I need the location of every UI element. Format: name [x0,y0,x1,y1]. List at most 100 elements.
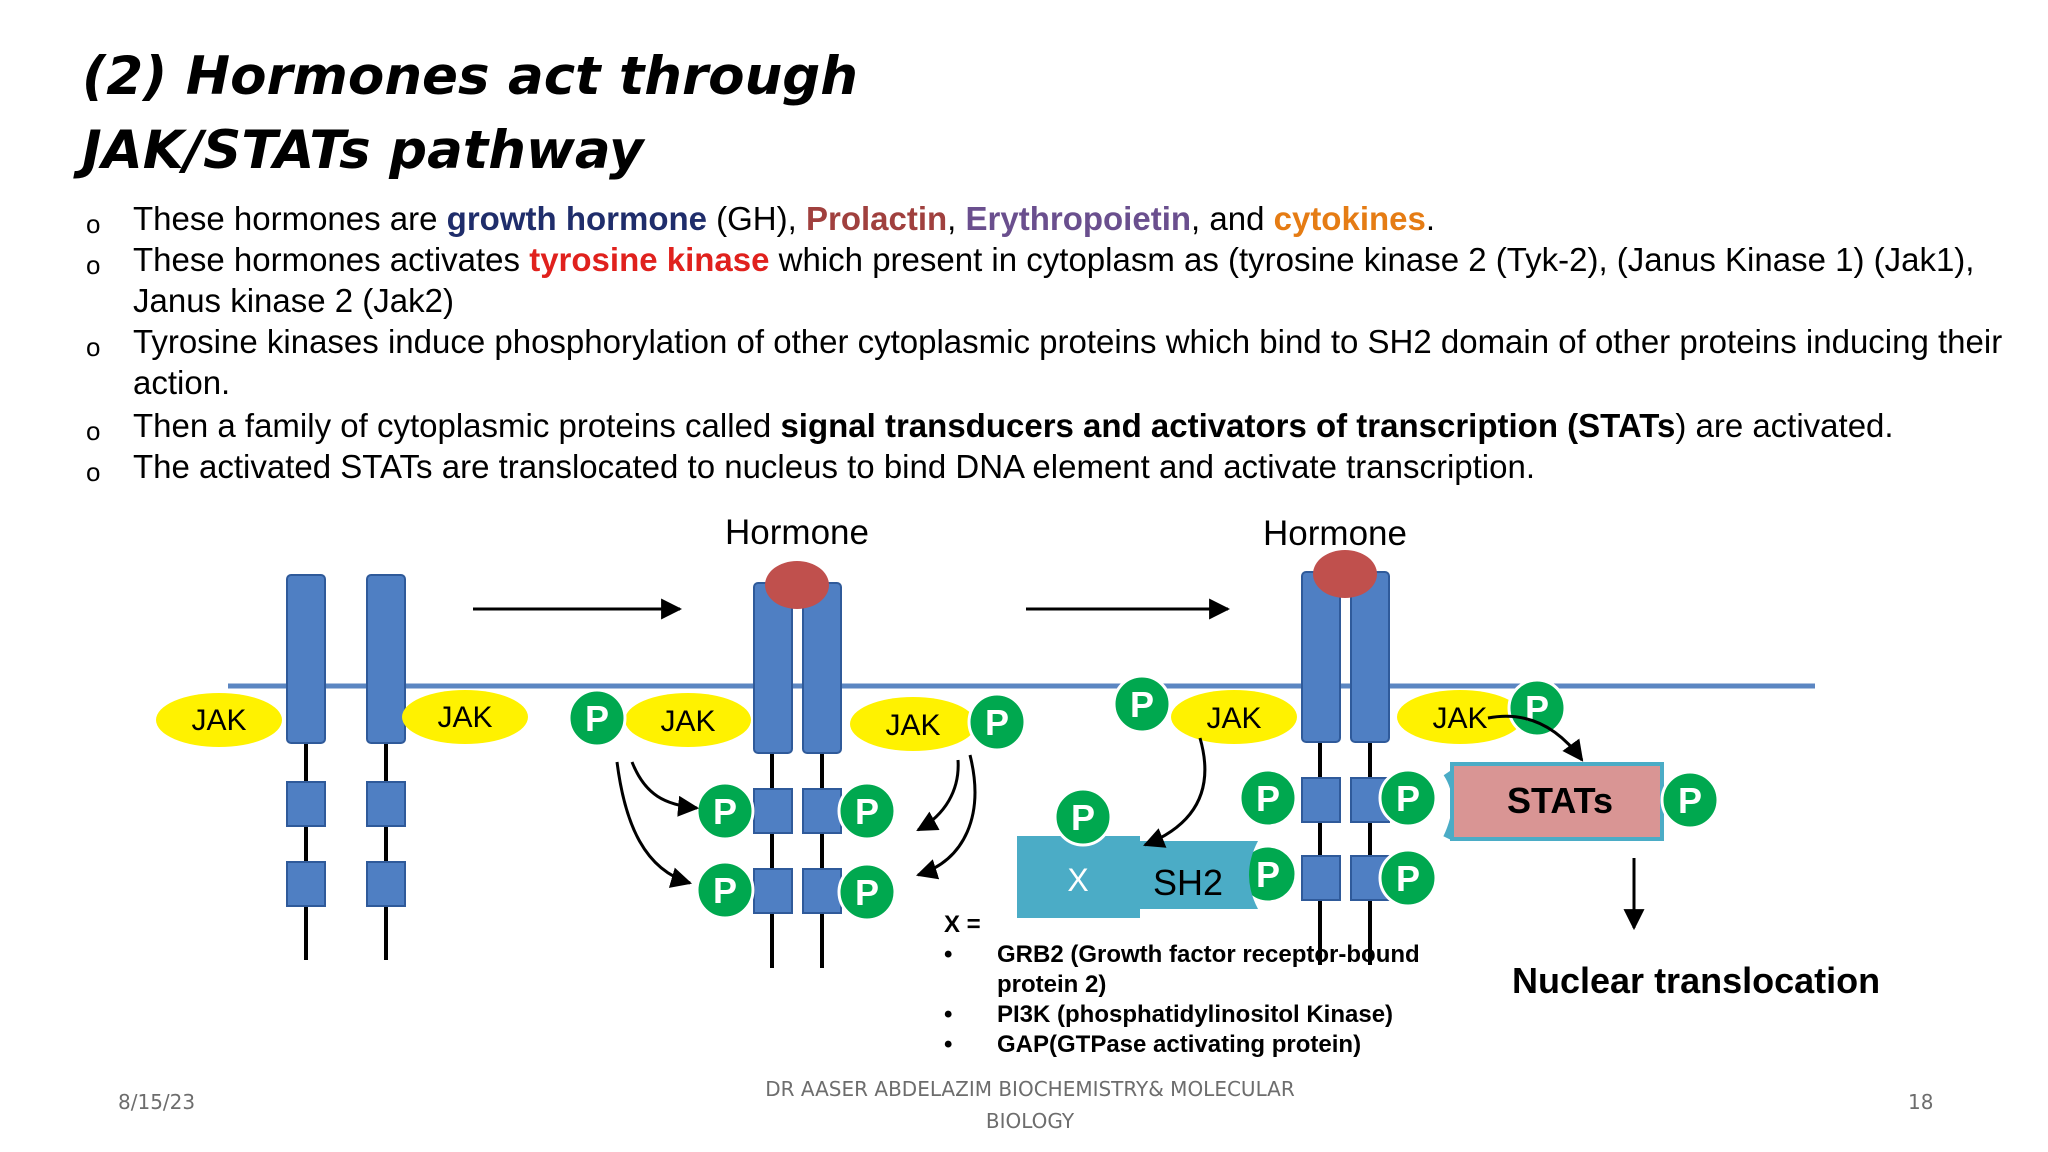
receptor-chain [366,574,406,744]
x-definition-text: PI3K (phosphatidylinositol Kinase) [997,1001,1394,1028]
title-line-2: JAK/STATs pathway [82,120,644,181]
receptor-domain [802,788,842,834]
hormone-label: Hormone [1263,514,1407,553]
phosphate-group [967,692,1027,752]
bullet-list: o These hormones are growth hormone (GH)… [82,198,2022,487]
panel-3-stat-activation: Hormone JAK JAK P P P P P P X SH2 P [1017,514,1880,1001]
jak-protein [850,697,976,751]
bullet-text: ) are activated. [1675,407,1894,444]
jak-to-stats-arrow [1487,714,1584,762]
receptor-domain [1301,855,1341,901]
jak-label: JAK [660,705,715,738]
receptor-domain [366,781,406,827]
hormone-molecule [1313,550,1377,598]
phosphate-label: P [585,698,609,739]
jak-label: JAK [191,704,246,737]
growth-hormone-term: growth hormone [446,200,707,237]
phosphate-label: P [1256,778,1280,819]
phosphate-label: P [713,870,737,911]
phosphate-group [1112,674,1172,734]
jak-label: JAK [437,701,492,734]
x-definition-item: • GRB2 (Growth factor receptor-bound prot… [944,940,1447,1000]
bullet-item: o These hormones activates tyrosine kina… [82,239,2022,321]
stats-term: signal transducers and activators of tra… [780,407,1676,444]
phosphate-label: P [1396,858,1420,899]
receptor-chain [802,582,842,754]
bullet-dot: • [944,941,953,968]
receptor-chain [1301,571,1341,743]
footer-author-line: DR AASER ABDELAZIM BIOCHEMISTRY& MOLECUL… [765,1077,1295,1101]
receptor-domain [1301,777,1341,823]
phosphorylation-arrow [916,759,960,832]
bullet-marker: o [86,416,101,446]
phosphorylation-arrow [615,761,693,888]
phosphate-label: P [1678,780,1702,821]
prolactin-term: Prolactin [805,200,948,237]
receptor-domain [753,868,793,914]
receptor-chain [286,574,326,744]
bullet-dot: • [944,1001,953,1028]
phosphate-group [1378,848,1438,908]
phosphate-label: P [855,791,879,832]
receptor-domain [286,781,326,827]
bullet-text: Tyrosine kinases induce phosphorylation … [133,323,2003,401]
phosphate-group [837,781,897,841]
phosphorylation-arrow [630,761,700,817]
jak-label: JAK [1432,702,1487,735]
sh2-label: SH2 [1153,862,1223,903]
bullet-text: These hormones activates [133,241,530,278]
bullet-item: o Tyrosine kinases induce phosphorylatio… [82,321,2022,403]
bullet-text: , and [1191,200,1274,237]
x-protein [1017,836,1140,918]
footer-author: DR AASER ABDELAZIM BIOCHEMISTRY& MOLECUL… [720,1073,1340,1137]
panel-1-inactive-receptor: JAK JAK [156,574,528,960]
receptor-domain [753,788,793,834]
phosphate-label: P [1071,797,1095,838]
jak-label: JAK [885,709,940,742]
erythropoietin-term: Erythropoietin [965,200,1192,237]
bullet-item: o The activated STATs are translocated t… [82,446,2022,487]
tyrosine-kinase-term: tyrosine kinase [529,241,770,278]
jak-protein [1397,690,1523,744]
phosphate-label: P [1396,778,1420,819]
jak-protein [1171,690,1297,744]
x-definition-list: • GRB2 (Growth factor receptor-bound prot… [944,940,1447,1060]
phosphate-label: P [1256,854,1280,895]
jak-protein [402,690,528,744]
x-definition-item: • PI3K (phosphatidylinositol Kinase) [944,1000,1447,1030]
receptor-chain [753,582,793,754]
phosphate-group [1053,787,1113,847]
footer-author-line: BIOLOGY [985,1109,1075,1133]
x-definition-item: •GAP(GTPase activating protein) [944,1030,1447,1060]
jak-protein [156,693,282,747]
bullet-marker: o [86,457,101,487]
phosphate-group [1238,768,1298,828]
jak-label: JAK [1206,702,1261,735]
jak-to-x-arrow [1143,737,1207,848]
phosphate-group [1507,678,1567,738]
slide-title: (2) Hormones act through JAK/STATs pathw… [82,40,858,188]
bullet-text: . [1425,200,1436,237]
receptor-domain [366,861,406,907]
receptor-chain [1350,571,1390,743]
bullet-text: The activated STATs are translocated to … [133,448,1536,485]
bullet-text: which present in cytoplasm as (tyrosine … [133,241,1975,319]
stats-protein [1450,762,1664,841]
page-number: 18 [1908,1090,1934,1114]
bullet-dot: • [944,1031,953,1058]
bullet-item: o These hormones are growth hormone (GH)… [82,198,2022,239]
bullet-text: (GH), [706,200,806,237]
bullet-marker: o [86,209,101,239]
hormone-molecule [765,561,829,609]
bullet-marker: o [86,332,101,362]
x-label: X [1067,862,1088,898]
bullet-marker: o [86,250,101,280]
x-definition-text: GRB2 (Growth factor receptor-bound prote… [997,941,1420,998]
sh2-domain [1138,841,1258,909]
bullet-text: Then a family of cytoplasmic proteins ca… [133,407,781,444]
phosphate-group [837,862,897,922]
phosphate-label: P [985,702,1009,743]
phosphate-group [567,688,627,748]
cytokines-term: cytokines [1273,200,1426,237]
